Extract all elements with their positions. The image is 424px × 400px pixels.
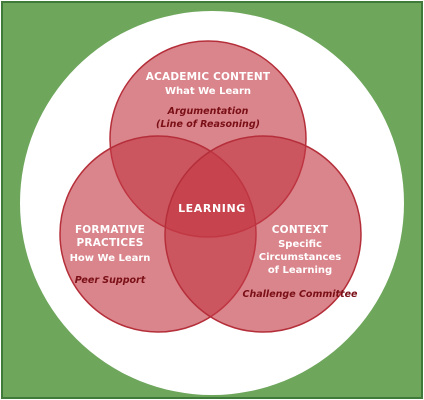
context-heading: CONTEXT — [272, 224, 329, 236]
center-label: LEARNING — [178, 202, 246, 215]
formative-heading-line-2: PRACTICES — [77, 237, 144, 249]
context-example: Challenge Committee — [243, 289, 358, 300]
overlap-circles — [59, 40, 362, 333]
context-sub-line-2: Circumstances — [259, 252, 341, 263]
circle-context — [164, 135, 362, 333]
academic-example-line-2: (Line of Reasoning) — [156, 119, 260, 130]
academic-heading: ACADEMIC CONTENT — [146, 71, 271, 83]
academic-example-line-1: Argumentation — [167, 106, 249, 117]
context-sub-line-3: of Learning — [268, 265, 332, 276]
context-sub-line-1: Specific — [278, 239, 322, 250]
formative-heading-line-1: FORMATIVE — [75, 224, 145, 236]
formative-subheading: How We Learn — [70, 253, 151, 264]
formative-example: Peer Support — [75, 275, 146, 286]
academic-subheading: What We Learn — [165, 86, 251, 97]
